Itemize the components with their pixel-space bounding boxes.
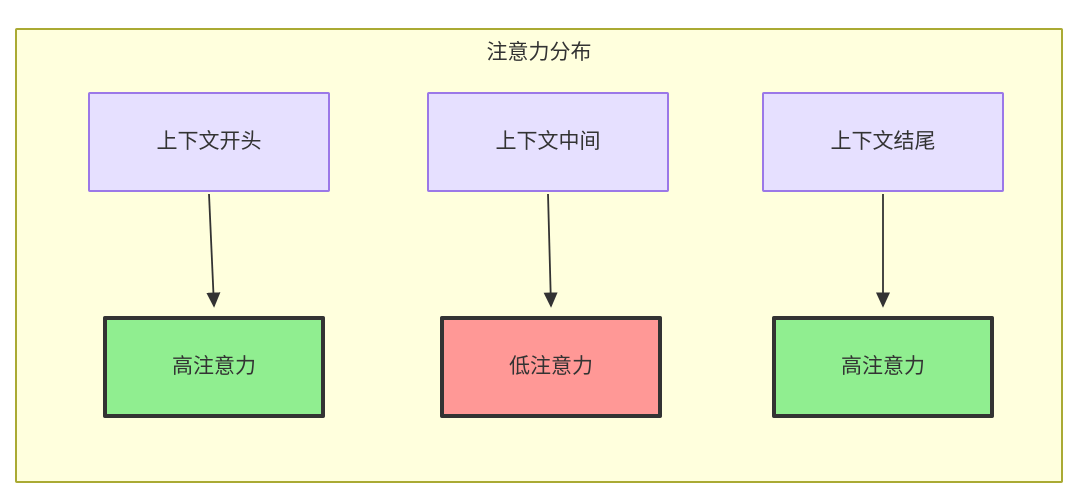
node-attention-end-label: 高注意力: [841, 355, 925, 379]
node-attention-end[interactable]: 高注意力: [772, 316, 994, 418]
node-attention-middle-label: 低注意力: [509, 355, 593, 379]
node-context-middle[interactable]: 上下文中间: [427, 92, 669, 192]
subgraph-title: 注意力分布: [486, 41, 592, 64]
node-context-end-label: 上下文结尾: [830, 130, 936, 154]
node-context-start-label: 上下文开头: [156, 130, 262, 154]
node-attention-start-label: 高注意力: [172, 355, 256, 379]
node-attention-middle[interactable]: 低注意力: [440, 316, 662, 418]
node-context-middle-label: 上下文中间: [495, 130, 601, 154]
node-context-end[interactable]: 上下文结尾: [762, 92, 1004, 192]
node-attention-start[interactable]: 高注意力: [103, 316, 325, 418]
node-context-start[interactable]: 上下文开头: [88, 92, 330, 192]
